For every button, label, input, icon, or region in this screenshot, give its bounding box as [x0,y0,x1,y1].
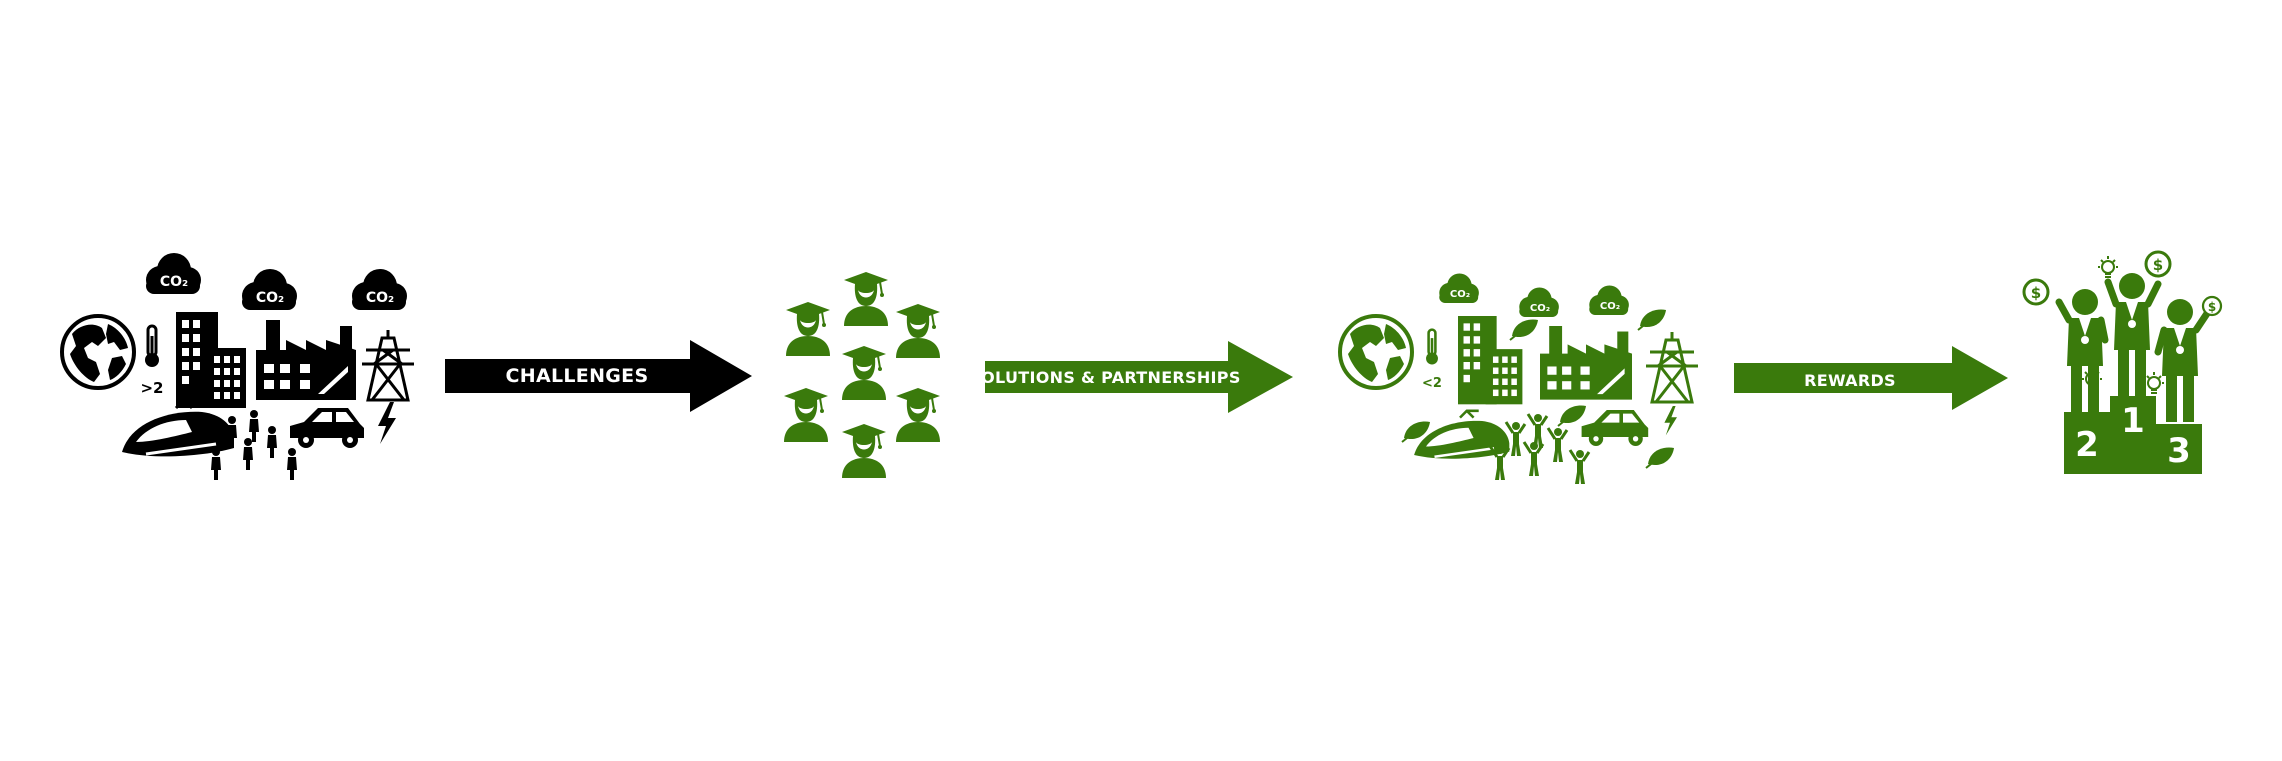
lightning-icon [1664,406,1677,436]
car-icon [290,408,364,448]
lightbulb-icon [2097,255,2119,278]
rewards-arrow: REWARDS [1734,346,2008,410]
winner-icon [2055,289,2109,412]
thermometer-icon [143,324,161,369]
graduate-icon [895,303,941,359]
stage-students [783,271,941,479]
building-icon [1458,316,1523,405]
co2-label: CO₂ [1600,301,1620,312]
solutions-arrow: SOLUTIONS & PARTNERSHIPS [969,341,1293,413]
winner-icon [2104,273,2162,396]
lightning-icon [378,402,396,444]
car-icon [1581,410,1649,446]
power-pylon-icon [360,328,416,402]
graduate-icon [841,345,887,401]
lightbulb-icon [2143,371,2165,394]
co2-label: CO₂ [160,274,188,290]
stage-solution: CO₂ CO₂ CO₂ <2 [1338,273,1700,486]
temperature-label: >2 [140,379,163,397]
podium-number-1: 1 [2121,401,2145,441]
co2-label: CO₂ [366,290,394,306]
graduate-icon [841,423,887,479]
globe-icon [1338,314,1414,390]
podium-number-2: 2 [2075,425,2099,465]
co2-label: CO₂ [1450,289,1470,300]
graduate-icon [785,301,831,357]
solutions-label: SOLUTIONS & PARTNERSHIPS [969,368,1240,387]
stage-rewards: 2 1 3 $ $ $ [2022,250,2223,474]
rewards-label: REWARDS [1804,371,1896,390]
dollar-symbol: $ [2031,284,2041,302]
podium-number-3: 3 [2167,431,2191,471]
podium-icon: 2 1 3 [2064,396,2202,474]
graduate-icon [895,387,941,443]
dollar-symbol: $ [2208,300,2216,314]
factory-icon [1540,326,1632,400]
winner-icon [2154,299,2212,422]
stage-problem: CO₂ CO₂ CO₂ >2 [60,253,416,480]
dollar-symbol: $ [2153,256,2163,274]
building-icon [176,312,246,408]
challenges-label: CHALLENGES [506,365,649,387]
power-pylon-icon [1644,330,1700,404]
graduate-icon [783,387,829,443]
thermometer-icon [1424,328,1440,366]
factory-icon [256,320,356,400]
globe-icon [60,314,136,390]
challenges-arrow: CHALLENGES [445,340,752,412]
co2-label: CO₂ [256,290,284,306]
temperature-label: <2 [1422,376,1442,391]
graduate-icon [843,271,889,327]
train-icon [120,398,236,458]
co2-label: CO₂ [1530,303,1550,314]
